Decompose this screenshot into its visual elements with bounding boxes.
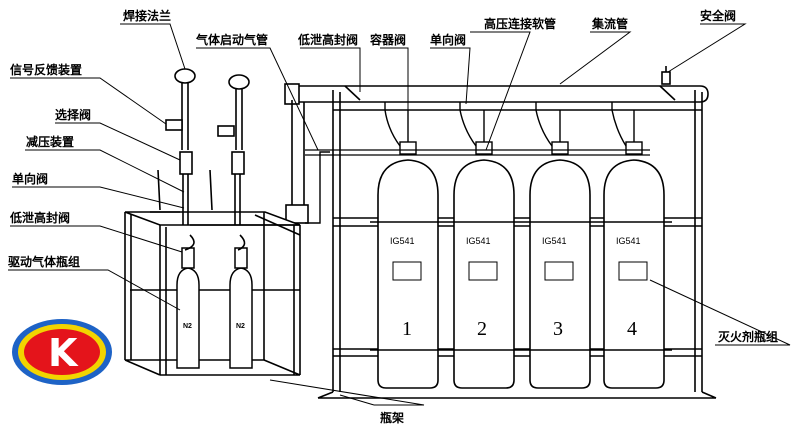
cylinder-1-agent: IG541 [390, 236, 415, 246]
gas-start-pipe [305, 151, 330, 224]
drive-cylinders [176, 247, 253, 369]
drive-cylinder-2-gas: N2 [236, 323, 245, 330]
cylinder-3-number: 3 [553, 318, 563, 340]
manifold-pipe [284, 66, 709, 224]
label-extinguisher-cylinders: 灭火剂瓶组 [717, 329, 778, 344]
label-drive-gas-cylinders: 驱动气体瓶组 [8, 254, 80, 269]
label-safety-valve: 安全阀 [700, 8, 736, 23]
label-weld-flange: 焊接法兰 [123, 8, 171, 23]
cylinder-4-agent: IG541 [616, 236, 641, 246]
container-valves [305, 102, 650, 156]
leader-lines [8, 23, 791, 406]
company-logo: K [12, 319, 112, 385]
label-hp-hose: 高压连接软管 [484, 16, 556, 31]
cylinder-2-agent: IG541 [466, 236, 491, 246]
label-container-valve: 容器阀 [369, 32, 406, 47]
logo-letter: K [48, 331, 79, 375]
cylinder-4-number: 4 [627, 318, 637, 340]
cylinder-2-number: 2 [477, 318, 487, 340]
label-pressure-reducer: 减压装置 [26, 134, 74, 149]
label-selector-valve: 选择阀 [55, 107, 91, 122]
label-low-leak-seal-valve-top: 低泄高封阀 [297, 32, 358, 47]
label-check-valve-top: 单向阀 [430, 32, 466, 47]
label-manifold: 集流管 [591, 16, 628, 31]
cylinder-3-agent: IG541 [542, 236, 567, 246]
label-check-valve-left: 单向阀 [12, 171, 48, 186]
agent-cylinders [370, 159, 672, 389]
label-low-leak-seal-valve-left: 低泄高封阀 [9, 210, 70, 225]
selector-valves [157, 68, 301, 251]
cylinder-1-number: 1 [402, 318, 412, 340]
label-gas-start-pipe: 气体启动气管 [195, 32, 268, 47]
label-cylinder-rack: 瓶架 [380, 410, 404, 425]
drive-cylinder-1-gas: N2 [183, 323, 192, 330]
label-signal-feedback: 信号反馈装置 [10, 62, 82, 77]
